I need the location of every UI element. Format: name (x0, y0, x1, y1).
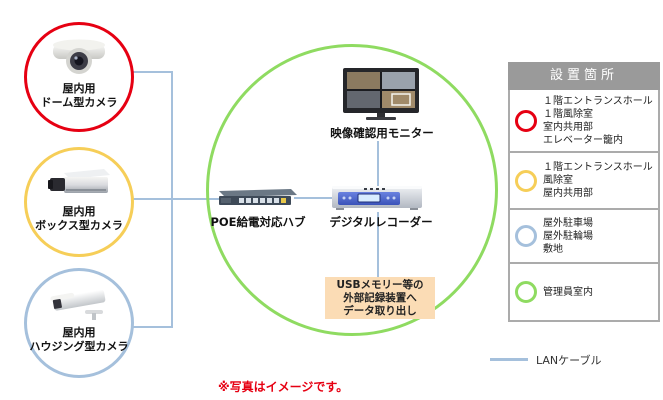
connector-box-to-hub (133, 198, 219, 200)
poe-hub-label: POE給電対応ハブ (210, 215, 306, 229)
photo-disclaimer-note: ※写真はイメージです。 (218, 380, 349, 394)
usb-export-note: USBメモリー等の 外部記録装置へ データ取り出し (325, 277, 435, 319)
housing-camera-icon (50, 289, 106, 320)
lan-cable-label: LANケーブル (536, 354, 602, 367)
legend-row-locations: １階エントランスホール 風除室 屋内共用部 (543, 162, 653, 199)
housing-camera-group: 屋内用 ハウジング型カメラ (24, 268, 134, 378)
digital-recorder-icon (332, 186, 422, 210)
legend-row-box: １階エントランスホール 風除室 屋内共用部 (510, 153, 658, 210)
digital-recorder-label: デジタルレコーダー (329, 215, 433, 229)
connector-housing-branch (133, 326, 173, 328)
housing-camera-label: 屋内用 ハウジング型カメラ (29, 326, 129, 353)
system-boundary-circle (206, 44, 498, 336)
poe-hub-icon (219, 189, 297, 205)
green-ring-icon (515, 281, 537, 303)
installation-locations-panel: 設置箇所 １階エントランスホール １階風除室 室内共用部 エレベーター籠内 １階… (508, 62, 660, 322)
panel-rows: １階エントランスホール １階風除室 室内共用部 エレベーター籠内 １階エントラン… (508, 90, 660, 322)
dome-camera-label: 屋内用 ドーム型カメラ (40, 82, 118, 109)
panel-title: 設置箇所 (508, 62, 660, 90)
legend-row-locations: １階エントランスホール １階風除室 室内共用部 エレベーター籠内 (543, 95, 653, 146)
blue-ring-icon (515, 225, 537, 247)
monitor-label: 映像確認用モニター (330, 126, 434, 140)
legend-row-manager: 管理員室内 (510, 264, 658, 320)
legend-row-locations: 屋外駐車場 屋外駐輪場 敷地 (543, 217, 593, 255)
red-ring-icon (515, 109, 537, 132)
box-camera-label: 屋内用 ボックス型カメラ (35, 205, 123, 232)
lan-cable-line-sample (490, 358, 528, 361)
connector-dome-branch (133, 71, 173, 73)
legend-row-locations: 管理員室内 (543, 286, 593, 298)
legend-row-dome: １階エントランスホール １階風除室 室内共用部 エレベーター籠内 (510, 90, 658, 153)
box-camera-icon (48, 169, 110, 193)
monitor-icon (343, 68, 419, 120)
dome-camera-group: 屋内用 ドーム型カメラ (24, 22, 134, 132)
yellow-ring-icon (515, 169, 537, 192)
dome-camera-icon (53, 39, 105, 74)
legend-row-housing: 屋外駐車場 屋外駐輪場 敷地 (510, 210, 658, 264)
box-camera-group: 屋内用 ボックス型カメラ (24, 147, 134, 257)
